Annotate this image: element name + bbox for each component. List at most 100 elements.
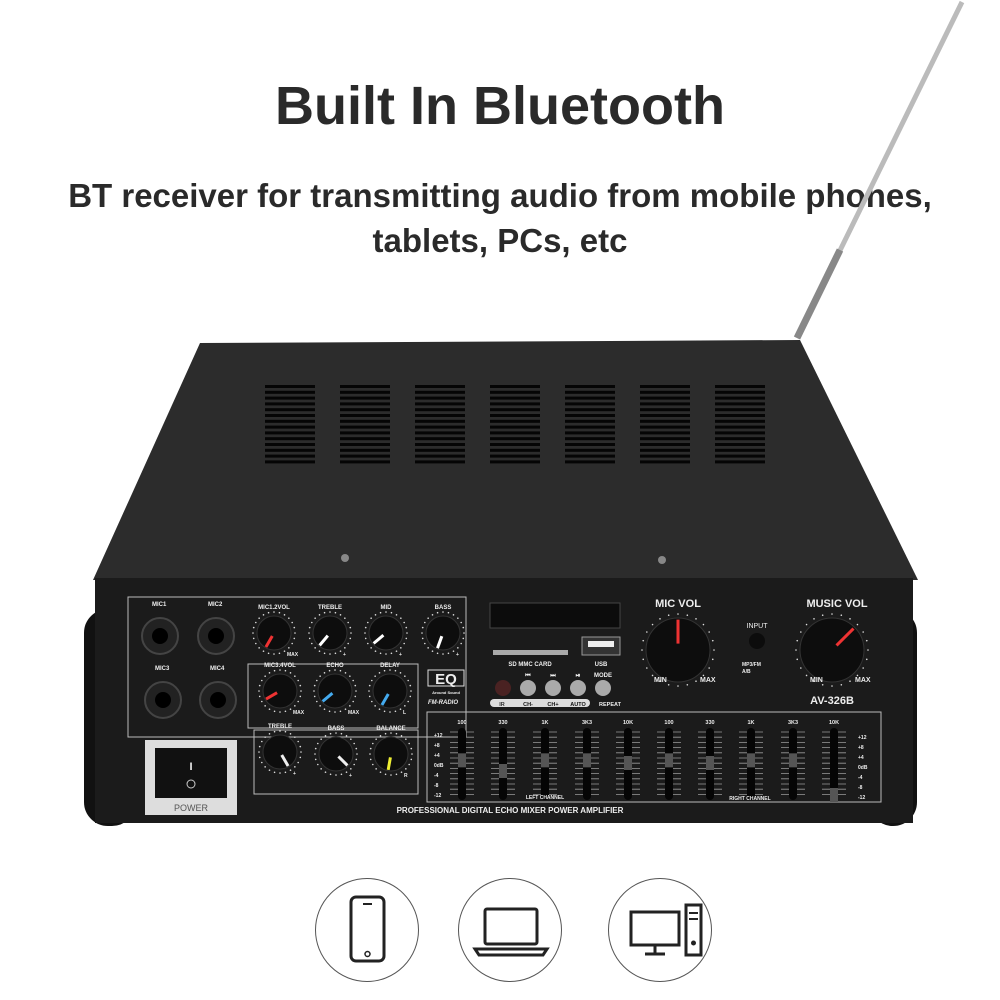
svg-text:3K3: 3K3 — [788, 720, 798, 726]
svg-text:AUTO: AUTO — [570, 702, 586, 708]
sd-card-slot[interactable] — [493, 650, 568, 655]
eq-slider-2[interactable] — [533, 728, 557, 800]
svg-text:L: L — [403, 710, 406, 716]
knob-row1-0[interactable] — [252, 611, 296, 655]
svg-text:-12: -12 — [858, 795, 865, 801]
ir-sensor — [495, 680, 511, 696]
knob-row2-2[interactable] — [368, 669, 412, 713]
input-label: INPUT — [747, 623, 769, 630]
svg-text:-8: -8 — [858, 785, 863, 791]
footer-label: PROFESSIONAL DIGITAL ECHO MIXER POWER AM… — [397, 806, 624, 815]
mic-jack-label: MIC1 — [152, 602, 167, 608]
eq-slider-6[interactable] — [698, 728, 722, 800]
eq-slider-4[interactable] — [616, 728, 640, 800]
svg-text:CH-: CH- — [523, 702, 533, 708]
svg-text:IR: IR — [499, 702, 505, 708]
svg-text:MAX: MAX — [700, 677, 716, 684]
knob-label: MID — [381, 605, 393, 611]
svg-text:REPEAT: REPEAT — [599, 702, 622, 708]
mic-jack-label: MIC4 — [210, 666, 225, 672]
subtitle-line-1: BT receiver for transmitting audio from … — [68, 177, 932, 214]
eq-slider-7[interactable] — [739, 728, 763, 800]
svg-text:⏭: ⏭ — [550, 673, 556, 679]
knob-row1-1[interactable] — [308, 611, 352, 655]
svg-text:+4: +4 — [858, 755, 864, 761]
power-switch[interactable] — [155, 748, 227, 798]
svg-text:+: + — [343, 652, 346, 658]
knob-row3-1[interactable] — [314, 732, 358, 776]
eq-slider-3[interactable] — [575, 728, 599, 800]
mic-jack-label: MIC2 — [208, 602, 223, 608]
knob-label: MIC3.4VOL — [264, 663, 296, 669]
right-channel-label: RIGHT CHANNEL — [729, 796, 770, 802]
svg-text:+: + — [349, 773, 352, 779]
eq-slider-5[interactable] — [657, 728, 681, 800]
svg-text:-4: -4 — [434, 773, 439, 779]
media-button-3[interactable] — [595, 680, 611, 696]
svg-text:10K: 10K — [829, 720, 839, 726]
music-vol-knob[interactable] — [795, 613, 869, 687]
svg-text:-12: -12 — [434, 793, 441, 799]
svg-text:330: 330 — [705, 720, 714, 726]
subtitle-line-2: tablets, PCs, etc — [372, 222, 628, 259]
knob-label: TREBLE — [268, 724, 292, 730]
svg-text:MAX: MAX — [293, 710, 305, 716]
svg-text:⏮: ⏮ — [525, 673, 531, 679]
svg-text:1K: 1K — [747, 720, 754, 726]
eq-slider-8[interactable] — [781, 728, 805, 800]
knob-row1-2[interactable] — [364, 611, 408, 655]
mic-vol-label: MIC VOL — [655, 598, 701, 610]
svg-text:+: + — [293, 771, 296, 777]
svg-text:MP3/FM: MP3/FM — [742, 662, 761, 668]
svg-text:+8: +8 — [434, 743, 440, 749]
amplifier-top-cover — [93, 340, 918, 580]
svg-text:0dB: 0dB — [858, 765, 868, 771]
svg-text:CH+: CH+ — [547, 702, 558, 708]
svg-text:+4: +4 — [434, 753, 440, 759]
svg-text:+12: +12 — [858, 735, 867, 741]
media-button-1[interactable] — [545, 680, 561, 696]
svg-text:I: I — [189, 761, 192, 773]
desktop-computer-icon — [608, 878, 712, 982]
svg-text:1K: 1K — [541, 720, 548, 726]
knob-row1-3[interactable] — [421, 611, 465, 655]
fm-radio-label: FM-RADIO — [428, 700, 458, 706]
svg-text:+: + — [399, 652, 402, 658]
svg-text:+: + — [456, 652, 459, 658]
knob-row3-2[interactable] — [369, 732, 413, 776]
eq-slider-0[interactable] — [450, 728, 474, 800]
svg-text:+8: +8 — [858, 745, 864, 751]
knob-label: BALANCE — [376, 726, 405, 732]
knob-label: BASS — [435, 605, 452, 611]
svg-text:MODE: MODE — [594, 673, 612, 679]
knob-label: TREBLE — [318, 605, 342, 611]
eq-slider-1[interactable] — [491, 728, 515, 800]
mic-jack-label: MIC3 — [155, 666, 170, 672]
model-label: AV-326B — [810, 695, 854, 707]
svg-text:MIN: MIN — [810, 677, 823, 684]
svg-text:100: 100 — [664, 720, 673, 726]
power-label: POWER — [174, 803, 209, 813]
knob-row3-0[interactable] — [258, 730, 302, 774]
vent-grilles — [265, 385, 765, 464]
svg-text:100: 100 — [457, 720, 466, 726]
media-button-2[interactable] — [570, 680, 586, 696]
mic-vol-knob[interactable] — [641, 613, 715, 687]
knob-label: MIC1.2VOL — [258, 605, 290, 611]
svg-text:+12: +12 — [434, 733, 443, 739]
input-button[interactable] — [749, 633, 765, 649]
knob-row2-1[interactable] — [313, 669, 357, 713]
knob-label: BASS — [328, 726, 345, 732]
svg-text:⏯: ⏯ — [576, 673, 581, 679]
svg-text:0dB: 0dB — [434, 763, 444, 769]
svg-text:R: R — [404, 773, 408, 779]
svg-text:MAX: MAX — [855, 677, 871, 684]
display-screen — [489, 602, 621, 629]
knob-row2-0[interactable] — [258, 669, 302, 713]
media-button-0[interactable] — [520, 680, 536, 696]
music-vol-label: MUSIC VOL — [806, 598, 867, 610]
eq-slider-9[interactable] — [822, 728, 846, 802]
eq-logo: EQ — [435, 671, 457, 688]
usb-label: USB — [595, 662, 608, 668]
knob-label: ECHO — [326, 663, 344, 669]
